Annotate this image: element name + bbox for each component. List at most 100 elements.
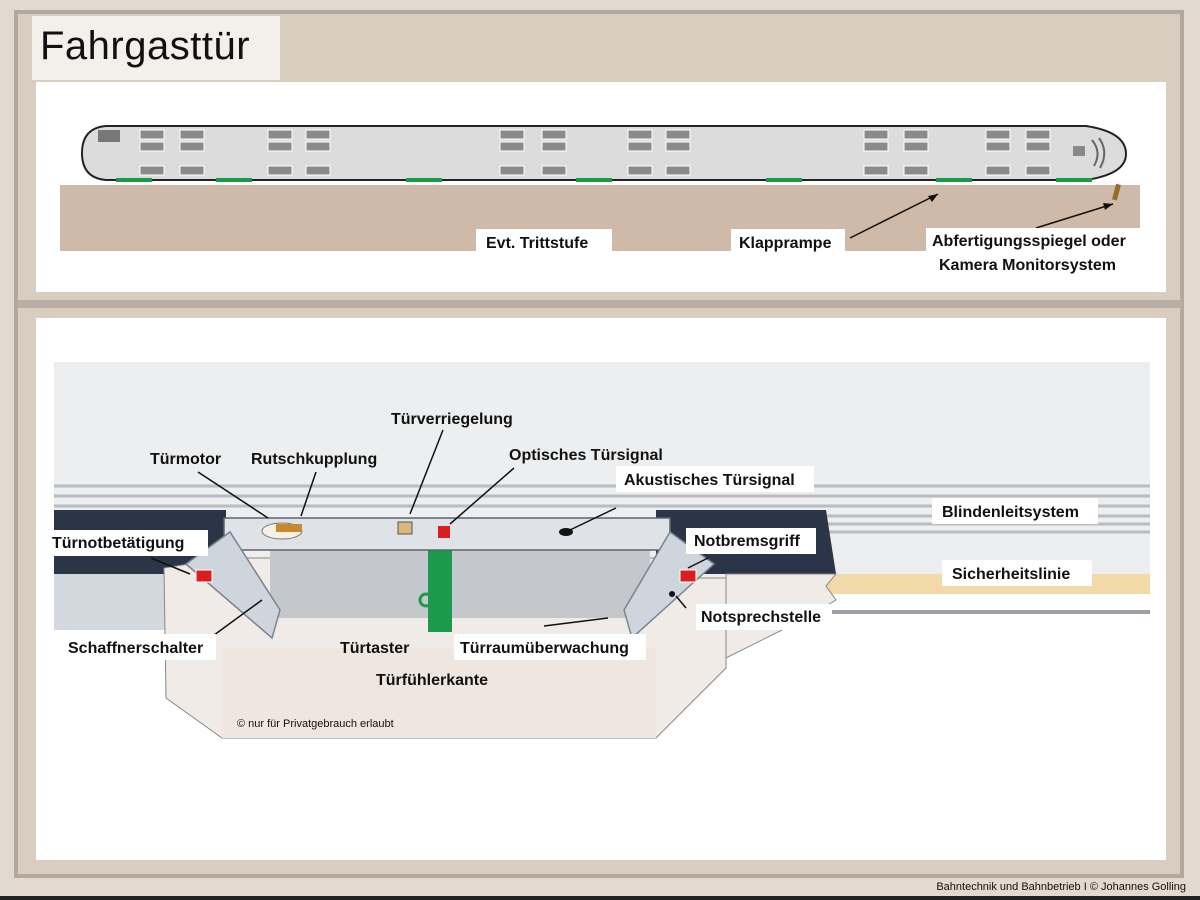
- acoustic-label: Akustisches Türsignal: [624, 472, 795, 489]
- mirror-icon: [1111, 183, 1121, 201]
- emergency-open-label-bg: [46, 530, 208, 556]
- acoustic-signal-icon: [559, 528, 573, 536]
- mirror-arrow: [1035, 203, 1114, 229]
- seat-block: [139, 165, 165, 176]
- door-marker: [216, 178, 252, 182]
- conductor-switch-label: Schaffnerschalter: [68, 640, 203, 657]
- mirror-arrow-head: [1103, 203, 1113, 210]
- seat-block: [1025, 129, 1051, 140]
- door-button-icon: [418, 592, 434, 608]
- seat-block: [903, 141, 929, 152]
- seat-block: [139, 129, 165, 140]
- seat-block: [665, 165, 691, 176]
- optical-label: Optisches Türsignal: [509, 447, 663, 464]
- motor-label: Türmotor: [150, 451, 221, 468]
- seat-block: [863, 165, 889, 176]
- seat-block: [305, 129, 331, 140]
- seat-block: [863, 141, 889, 152]
- door-group: [116, 178, 1092, 182]
- tactile-label-bg: [932, 498, 1098, 524]
- intercom-icon: [669, 591, 675, 597]
- door-space-label-bg: [454, 634, 646, 660]
- acoustic-label-bg: [616, 466, 814, 492]
- footer-credit: Bahntechnik und Bahnbetrieb I © Johannes…: [936, 881, 1186, 893]
- clutch-icon: [276, 524, 302, 532]
- rear-equipment: [98, 130, 120, 142]
- lock-label: Türverriegelung: [391, 411, 513, 428]
- intercom-label-bg: [696, 604, 832, 630]
- step-label-bg: [476, 229, 612, 253]
- ramp-arrow: [849, 193, 939, 239]
- cab-window: [1098, 137, 1106, 169]
- title-box: [32, 16, 280, 80]
- door-space-label: Türraumüberwachung: [460, 640, 629, 657]
- seat-block: [665, 129, 691, 140]
- lower-wall-left: [54, 574, 166, 630]
- copyright-note: © nur für Privatgebrauch erlaubt: [237, 718, 394, 730]
- sensing-edge-label: Türfühlerkante: [376, 672, 488, 689]
- cab-console: [1073, 146, 1085, 156]
- seat-block: [267, 141, 293, 152]
- door-marker: [116, 178, 152, 182]
- seat-block: [541, 141, 567, 152]
- cab-window: [1091, 139, 1099, 167]
- train-plan-panel: Evt. Trittstufe Klapprampe Abfertigungss…: [36, 82, 1166, 292]
- door-marker: [576, 178, 612, 182]
- tactile-label: Blindenleitsystem: [942, 504, 1079, 521]
- seat-block: [139, 141, 165, 152]
- seat-block: [627, 141, 653, 152]
- door-opening: [270, 548, 650, 618]
- door-marker: [406, 178, 442, 182]
- seat-group: [139, 129, 1051, 176]
- door-arrows: [150, 429, 709, 639]
- panel-divider: [18, 300, 1182, 308]
- mirror-label-line1: Abfertigungsspiegel oder: [932, 233, 1126, 250]
- seat-block: [985, 165, 1011, 176]
- seat-block: [305, 165, 331, 176]
- door-post: [428, 548, 452, 632]
- mirror-label-line2: Kamera Monitorsystem: [939, 257, 1116, 274]
- emergency-brake-icon: [679, 569, 697, 583]
- step-area: [222, 648, 656, 738]
- seat-block: [1025, 141, 1051, 152]
- ramp-label: Klapprampe: [739, 235, 832, 252]
- seat-block: [1025, 165, 1051, 176]
- safety-line-label: Sicherheitslinie: [952, 566, 1070, 583]
- seat-block: [627, 129, 653, 140]
- emergency-open-icon: [195, 569, 213, 583]
- seat-block: [499, 141, 525, 152]
- seat-block: [305, 141, 331, 152]
- safety-line-label-bg: [942, 560, 1092, 586]
- page-title: Fahrgasttür: [40, 24, 251, 68]
- seat-block: [541, 165, 567, 176]
- emergency-brake-label-bg: [686, 528, 816, 554]
- door-marker: [936, 178, 972, 182]
- door-button-label: Türtaster: [340, 640, 409, 657]
- emergency-open-label: Türnotbetätigung: [52, 535, 184, 552]
- seat-block: [985, 129, 1011, 140]
- seat-block: [179, 141, 205, 152]
- train-plan-diagram: Evt. Trittstufe Klapprampe Abfertigungss…: [60, 125, 1151, 278]
- door-marker: [1056, 178, 1092, 182]
- conductor-switch-label-bg: [62, 634, 216, 660]
- seat-block: [665, 141, 691, 152]
- seat-block: [179, 165, 205, 176]
- train-body: [80, 125, 1128, 181]
- door-marker: [766, 178, 802, 182]
- emergency-brake-label: Notbremsgriff: [694, 533, 800, 550]
- optical-signal-icon: [438, 526, 450, 538]
- footer-bar: [0, 896, 1200, 900]
- seat-block: [541, 129, 567, 140]
- seat-block: [985, 141, 1011, 152]
- ramp-label-bg: [731, 229, 845, 253]
- seat-block: [179, 129, 205, 140]
- seat-block: [499, 129, 525, 140]
- clutch-label: Rutschkupplung: [251, 451, 377, 468]
- lock-icon: [397, 521, 413, 535]
- seat-block: [499, 165, 525, 176]
- mirror-label-bg: [926, 228, 1151, 278]
- intercom-label: Notsprechstelle: [701, 609, 821, 626]
- seat-block: [627, 165, 653, 176]
- ramp-arrow-head: [928, 194, 938, 202]
- seat-block: [863, 129, 889, 140]
